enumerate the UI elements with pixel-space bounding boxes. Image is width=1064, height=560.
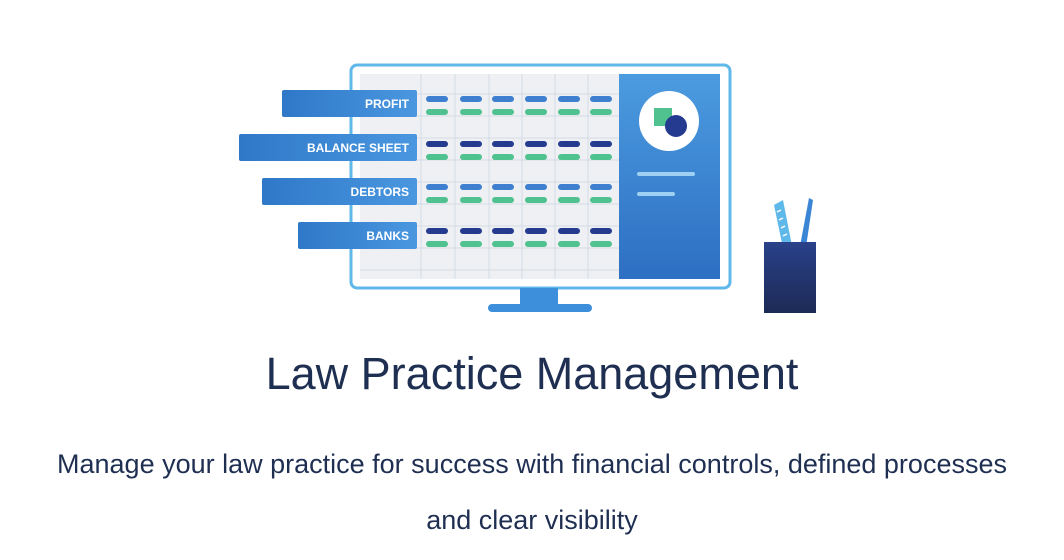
cell-dash bbox=[460, 141, 482, 147]
panel-line-2 bbox=[637, 192, 675, 196]
cell-dash bbox=[558, 141, 580, 147]
cell-dash bbox=[590, 241, 612, 247]
cell-dash bbox=[525, 228, 547, 234]
cell-dash bbox=[492, 109, 514, 115]
panel-line-1 bbox=[637, 172, 695, 176]
cell-dash bbox=[426, 228, 448, 234]
cell-dash bbox=[492, 141, 514, 147]
cell-dash bbox=[426, 141, 448, 147]
cell-dash bbox=[492, 241, 514, 247]
report-label-text: DEBTORS bbox=[351, 185, 409, 199]
report-labels: PROFIT BALANCE SHEET DEBTORS BANKS bbox=[239, 90, 417, 249]
monitor-base bbox=[488, 304, 592, 312]
pencil-cup-icon bbox=[764, 198, 816, 313]
cell-dash bbox=[590, 184, 612, 190]
cell-dash bbox=[492, 197, 514, 203]
cell-dash bbox=[492, 154, 514, 160]
cell-dash bbox=[460, 241, 482, 247]
cell-dash bbox=[558, 154, 580, 160]
report-label-text: BANKS bbox=[366, 229, 409, 243]
cell-dash bbox=[590, 109, 612, 115]
cell-dash bbox=[558, 96, 580, 102]
shapes-icon bbox=[639, 91, 699, 151]
cell-dash bbox=[525, 154, 547, 160]
monitor-icon bbox=[349, 63, 732, 312]
cell-dash bbox=[525, 197, 547, 203]
cell-dash bbox=[492, 184, 514, 190]
cell-dash bbox=[590, 141, 612, 147]
report-label-box bbox=[298, 222, 417, 249]
cell-dash bbox=[525, 184, 547, 190]
report-label-text: PROFIT bbox=[365, 97, 410, 111]
cell-dash bbox=[426, 241, 448, 247]
grid-dashes bbox=[426, 96, 612, 247]
cell-dash bbox=[558, 241, 580, 247]
cell-dash bbox=[525, 109, 547, 115]
cell-dash bbox=[492, 228, 514, 234]
cell-dash bbox=[590, 96, 612, 102]
cell-dash bbox=[426, 154, 448, 160]
cell-dash bbox=[558, 184, 580, 190]
cell-dash bbox=[460, 228, 482, 234]
report-label-box bbox=[239, 134, 417, 161]
cell-dash bbox=[590, 197, 612, 203]
cell-dash bbox=[426, 96, 448, 102]
cell-dash bbox=[525, 141, 547, 147]
report-label: BANKS bbox=[298, 222, 417, 249]
report-label-text: BALANCE SHEET bbox=[307, 141, 410, 155]
cell-dash bbox=[460, 109, 482, 115]
cell-dash bbox=[426, 109, 448, 115]
cell-dash bbox=[460, 197, 482, 203]
cell-dash bbox=[558, 228, 580, 234]
illustration: PROFIT BALANCE SHEET DEBTORS BANKS bbox=[239, 63, 816, 313]
report-label-box bbox=[262, 178, 417, 205]
cell-dash bbox=[426, 184, 448, 190]
report-label: PROFIT bbox=[282, 90, 417, 117]
cell-dash bbox=[426, 197, 448, 203]
cell-dash bbox=[460, 184, 482, 190]
page-subtitle: Manage your law practice for success wit… bbox=[57, 449, 1007, 535]
cell-dash bbox=[558, 197, 580, 203]
cell-dash bbox=[492, 96, 514, 102]
cell-dash bbox=[558, 109, 580, 115]
cell-dash bbox=[525, 96, 547, 102]
cell-dash bbox=[590, 154, 612, 160]
report-label: BALANCE SHEET bbox=[239, 134, 417, 161]
cell-dash bbox=[460, 154, 482, 160]
report-label-box bbox=[282, 90, 417, 117]
cell-dash bbox=[460, 96, 482, 102]
monitor-neck bbox=[520, 288, 558, 306]
cell-dash bbox=[590, 228, 612, 234]
report-label: DEBTORS bbox=[262, 178, 417, 205]
cell-dash bbox=[525, 241, 547, 247]
page-title: Law Practice Management bbox=[265, 348, 799, 399]
